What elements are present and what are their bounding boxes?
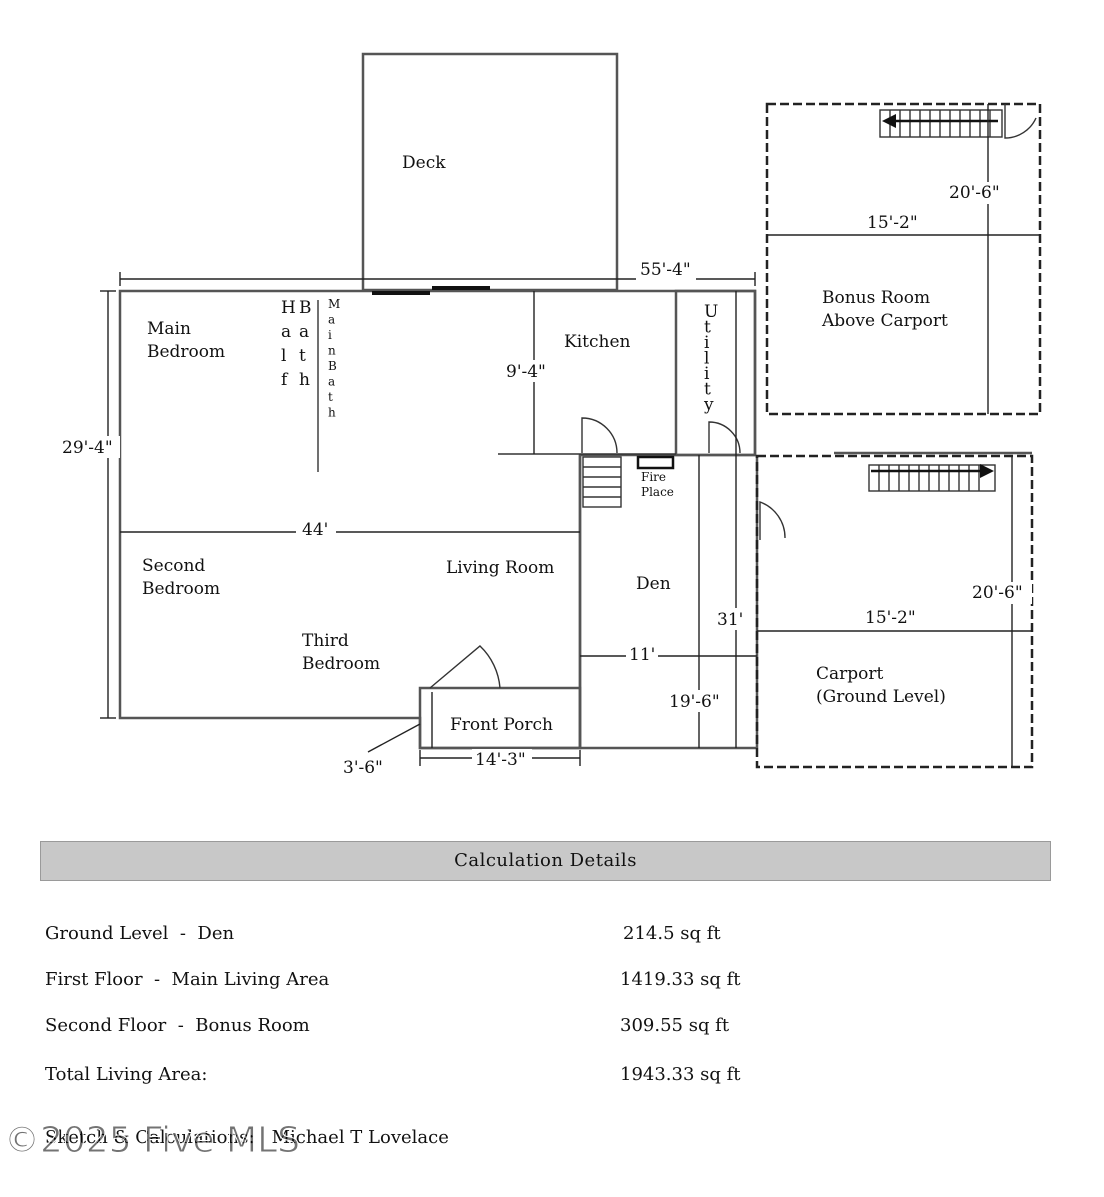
half-bath-letter: a bbox=[281, 322, 291, 342]
calc-row-name: Total Living Area: bbox=[45, 1064, 208, 1085]
utility-letter: t bbox=[704, 380, 711, 400]
main-bath-letter: h bbox=[328, 406, 336, 420]
fireplace-label-1: Fire bbox=[641, 470, 666, 484]
bath-letter: t bbox=[299, 346, 306, 366]
bath-letter: B bbox=[299, 298, 312, 318]
utility-letter: y bbox=[703, 395, 714, 415]
calculation-details-header: Calculation Details bbox=[40, 841, 1051, 881]
main-bath-letter: a bbox=[328, 375, 335, 389]
utility-letter: i bbox=[704, 333, 710, 353]
porch-door-swing bbox=[429, 645, 501, 689]
calc-row-name: Ground Level - Den bbox=[45, 923, 235, 944]
main-bath-letter: M bbox=[328, 297, 340, 311]
fireplace-label-2: Place bbox=[641, 485, 674, 499]
dim-carport-depth: 20'-6" bbox=[972, 583, 1023, 603]
dim-den-width: 11' bbox=[629, 645, 655, 665]
dimension-lines bbox=[100, 104, 1040, 767]
utility-room-outline bbox=[674, 289, 757, 457]
deck-label: Deck bbox=[402, 153, 446, 173]
main-bath-letter: t bbox=[328, 390, 333, 404]
dim-carport-width: 15'-2" bbox=[865, 608, 916, 628]
utility-letter: i bbox=[704, 364, 710, 384]
dim-bonus-depth: 20'-6" bbox=[949, 183, 1000, 203]
sketch-credit: Sketch & Calculations: Michael T Lovelac… bbox=[45, 1127, 449, 1148]
bonus-room-outline bbox=[765, 102, 1042, 416]
dim-overall-width: 55'-4" bbox=[640, 260, 691, 280]
main-bath-letter: i bbox=[328, 328, 332, 342]
carport-label-1: Carport bbox=[816, 664, 884, 684]
calc-row-value: 1419.33 sq ft bbox=[620, 969, 741, 990]
bath-letter: a bbox=[299, 322, 309, 342]
dim-den-depth: 19'-6" bbox=[669, 692, 720, 712]
calc-row-name: First Floor - Main Living Area bbox=[45, 969, 330, 990]
dim-porch-depth: 3'-6" bbox=[343, 758, 383, 778]
den-stairs bbox=[582, 456, 622, 508]
half-bath-letter: H bbox=[281, 298, 296, 318]
utility-letter: t bbox=[704, 318, 711, 338]
carport-label-2: (Ground Level) bbox=[816, 687, 946, 707]
third-bedroom-label-1: Third bbox=[302, 631, 349, 651]
bonus-room-label-1: Bonus Room bbox=[822, 288, 930, 308]
main-bath-letter: a bbox=[328, 313, 335, 327]
carport-outline bbox=[755, 454, 1034, 769]
half-bath-letter: l bbox=[281, 346, 286, 366]
second-bedroom-label-1: Second bbox=[142, 556, 205, 576]
living-room-label: Living Room bbox=[446, 558, 554, 578]
bonus-room-label-2: Above Carport bbox=[821, 311, 948, 331]
second-bedroom-label-2: Bedroom bbox=[142, 579, 220, 599]
dim-bonus-width: 15'-2" bbox=[867, 213, 918, 233]
utility-door-swing bbox=[708, 421, 741, 454]
carport-stairs bbox=[868, 464, 996, 492]
calc-row-value: 214.5 sq ft bbox=[623, 923, 721, 944]
calc-row-value: 309.55 sq ft bbox=[620, 1015, 730, 1036]
dim-kitchen-depth: 9'-4" bbox=[506, 362, 546, 382]
main-bedroom-label-1: Main bbox=[147, 319, 191, 339]
dim-main-width: 44' bbox=[302, 520, 328, 540]
bath-letter: h bbox=[299, 370, 310, 390]
calc-row-name: Second Floor - Bonus Room bbox=[45, 1015, 310, 1036]
carport-door-swing bbox=[759, 500, 786, 540]
den-label: Den bbox=[636, 574, 671, 594]
calc-row-value: 1943.33 sq ft bbox=[620, 1064, 741, 1085]
main-bedroom-label-2: Bedroom bbox=[147, 342, 225, 362]
carport-stair-arrowhead bbox=[980, 464, 994, 478]
dim-porch-width: 14'-3" bbox=[475, 750, 526, 770]
bonus-door-swing bbox=[1004, 104, 1037, 139]
dim-den-depth-total: 31' bbox=[717, 610, 743, 630]
utility-letter: l bbox=[704, 349, 709, 369]
copyright-watermark: ©2025 Five MLS bbox=[3, 1120, 301, 1162]
bonus-stair-arrowhead bbox=[882, 114, 896, 128]
main-bath-letter: B bbox=[328, 359, 337, 373]
bonus-stairs bbox=[879, 109, 1003, 138]
fireplace bbox=[636, 455, 675, 470]
utility-letter: U bbox=[704, 302, 718, 322]
kitchen-label: Kitchen bbox=[564, 332, 630, 352]
third-bedroom-label-2: Bedroom bbox=[302, 654, 380, 674]
dim-overall-depth: 29'-4" bbox=[62, 438, 113, 458]
kitchen-door-swing bbox=[581, 417, 618, 454]
main-bath-letter: n bbox=[328, 344, 336, 358]
front-porch-label: Front Porch bbox=[450, 715, 553, 735]
half-bath-letter: f bbox=[281, 370, 289, 390]
